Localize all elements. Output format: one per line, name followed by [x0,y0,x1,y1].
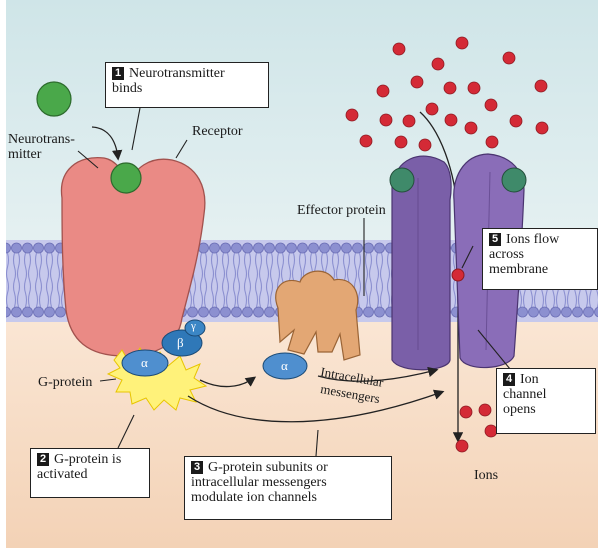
label-receptor: Receptor [192,124,243,139]
label-ions: Ions [474,468,499,483]
label-gamma: γ [191,320,196,332]
callout-lines [77,107,516,457]
label-effector-alpha: α [281,358,288,373]
g-protein-beta [161,329,203,357]
bound-neurotransmitter [110,162,142,194]
label-effector-protein: Effector protein [297,203,386,218]
binding-arrow [91,126,123,161]
step-2-number: 2 [37,453,49,466]
label-alpha: α [141,355,148,370]
effector-alpha-subunit [262,352,308,380]
step-3-number: 3 [191,461,203,474]
step-5-text: Ions flow across membrane [489,232,560,277]
label-neurotransmitter: Neurotrans- mitter [8,132,75,162]
neurotransmitter-molecule [36,81,72,117]
channel-binding-site-right [501,167,527,193]
messenger-arrow-lower [187,389,445,423]
ion-in-channel [451,268,465,282]
step-5-number: 5 [489,233,501,246]
label-g-protein: G-protein [38,375,93,390]
step-4-number: 4 [503,373,515,386]
step-1-number: 1 [112,67,124,80]
step-3-text: G-protein subunits or intracellular mess… [191,460,328,505]
step-4-text: Ion channel opens [503,372,547,417]
step-1-text: Neurotransmitter binds [112,66,225,96]
g-protein [121,319,206,377]
label-beta: β [177,335,184,350]
g-protein-alpha [121,349,169,377]
effector-protein [262,270,361,380]
alpha-transfer-arrow [199,376,257,388]
extracellular-ions [345,36,549,152]
messenger-arrow-upper [317,366,439,382]
channel-binding-site-left [389,167,415,193]
g-protein-gamma [184,319,206,337]
step-2-text: G-protein is activated [37,452,122,482]
intracellular-ions [455,403,498,453]
receptor [60,157,206,357]
